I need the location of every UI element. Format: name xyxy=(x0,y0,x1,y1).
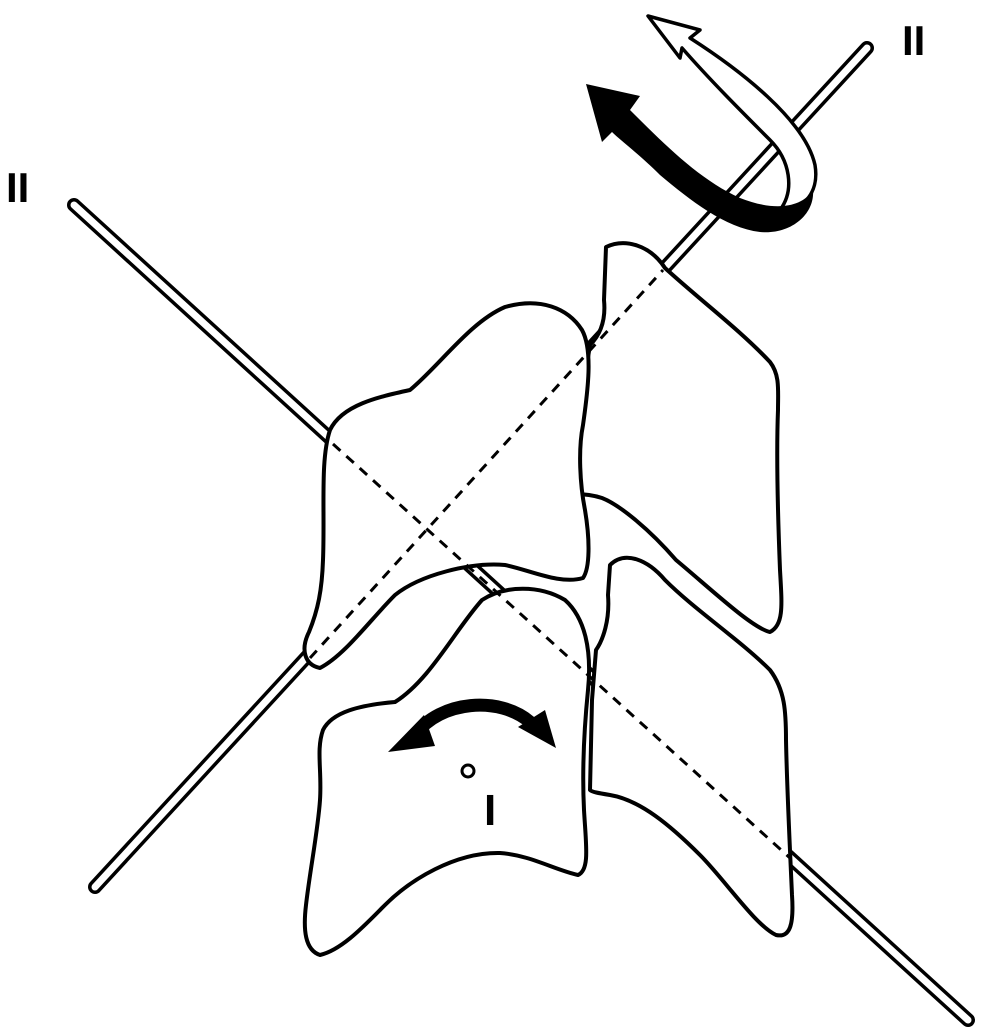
axis-ii-label-left: II xyxy=(6,164,29,211)
axis-ii-hidden-descending xyxy=(331,442,792,860)
upper-vertebra-front-face xyxy=(302,301,591,670)
upper-vertebra-side-face xyxy=(572,241,784,634)
axis-ii-label-right: II xyxy=(902,17,925,64)
axis-i-label: I xyxy=(484,786,496,835)
lower-vertebra-front-face xyxy=(302,586,592,957)
axis-i-point-icon xyxy=(460,763,476,779)
axis-ii-hidden-ascending xyxy=(308,268,665,660)
lower-vertebra-side-face xyxy=(588,555,795,938)
solid-curved-arrow-icon xyxy=(586,84,814,233)
double-headed-curved-arrow-icon xyxy=(388,698,556,752)
